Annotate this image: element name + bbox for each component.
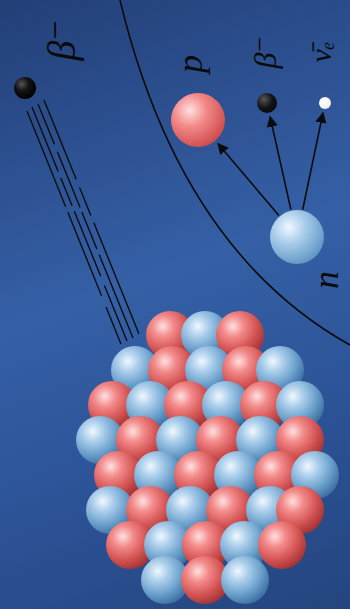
motion-trails — [27, 100, 139, 344]
electron-dot — [14, 77, 36, 99]
particle-label: β⁻ — [249, 36, 281, 69]
decay-arrow — [218, 144, 279, 216]
nucleus — [76, 311, 339, 604]
particle-label: n — [308, 271, 344, 289]
neutron-sphere: n — [270, 210, 324, 264]
decay-arrow — [270, 117, 291, 210]
electron-sphere: β⁻ — [257, 93, 277, 113]
antineutrino-sphere: ν̄ₑ — [319, 97, 331, 109]
decay-arrow — [303, 113, 323, 210]
proton-sphere: p — [171, 93, 225, 147]
particle-label: p — [172, 55, 208, 73]
particle-label: ν̄ₑ — [306, 41, 336, 62]
separator-arc — [120, 0, 350, 345]
particle-label: β⁻ — [42, 19, 82, 60]
